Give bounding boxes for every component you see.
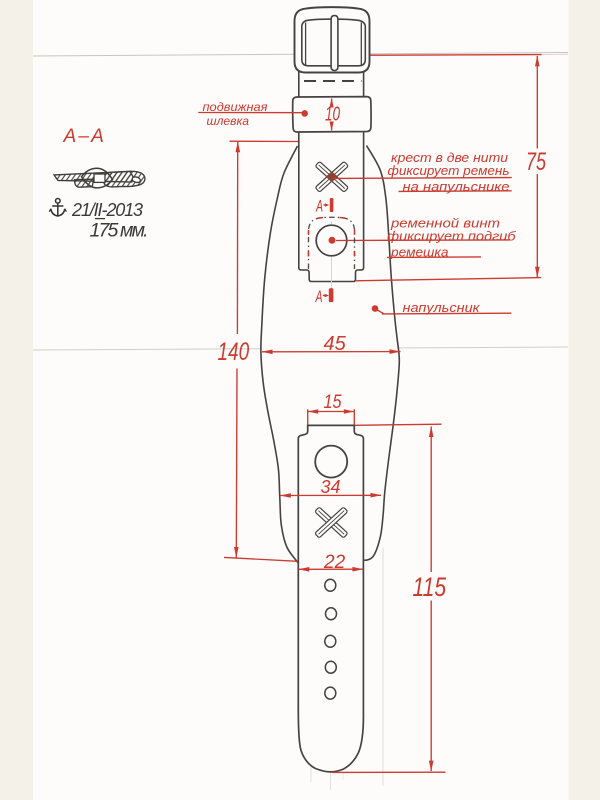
svg-text:напульсник: напульсник bbox=[403, 300, 481, 315]
svg-text:A: A bbox=[315, 286, 323, 305]
svg-text:45: 45 bbox=[324, 333, 347, 355]
svg-text:подвижная: подвижная bbox=[203, 100, 269, 114]
svg-text:фиксирует ремень: фиксирует ремень bbox=[388, 163, 510, 178]
svg-text:34: 34 bbox=[321, 477, 341, 497]
svg-text:22: 22 bbox=[323, 552, 346, 573]
svg-text:крест в две нити: крест в две нити bbox=[391, 150, 508, 165]
svg-text:А–А: А–А bbox=[63, 126, 107, 147]
svg-text:фиксирует подгиб: фиксирует подгиб bbox=[387, 228, 516, 243]
svg-text:10: 10 bbox=[325, 103, 341, 125]
svg-text:21/II-2013: 21/II-2013 bbox=[71, 200, 143, 220]
svg-text:шлевка: шлевка bbox=[207, 114, 250, 128]
svg-text:175 мм.: 175 мм. bbox=[90, 220, 149, 242]
svg-text:на напульснике: на напульснике bbox=[403, 179, 510, 194]
svg-text:ременной винт: ременной винт bbox=[390, 216, 501, 231]
svg-text:140: 140 bbox=[218, 337, 250, 365]
svg-text:A: A bbox=[315, 196, 323, 215]
svg-text:115: 115 bbox=[413, 573, 447, 603]
svg-text:15: 15 bbox=[324, 391, 342, 413]
svg-text:75: 75 bbox=[526, 147, 547, 176]
svg-text:ремешка: ремешка bbox=[390, 245, 449, 260]
